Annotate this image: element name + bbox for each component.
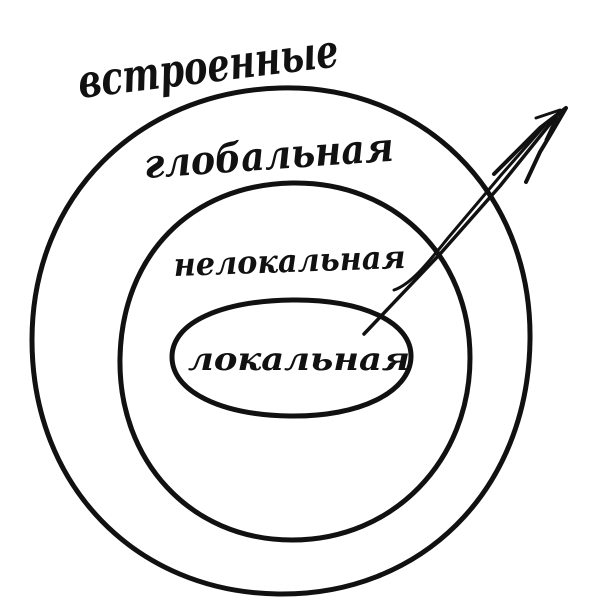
lookup-arrow [362,106,568,336]
arrow-shaft [362,112,560,336]
nonlocal-scope-label: нелокальная [173,238,406,284]
global-scope-label: глобальная [142,124,395,188]
arrow-head-fold [534,108,562,142]
local-scope-ellipse [169,297,414,419]
arrow-shaft-second-line [392,122,548,292]
local-scope-label: локальная [188,340,410,378]
builtin-scope-circle [29,85,533,597]
global-scope-circle [117,180,473,543]
arrow-head [492,106,568,184]
builtin-scope-label: встроенные [75,23,342,109]
